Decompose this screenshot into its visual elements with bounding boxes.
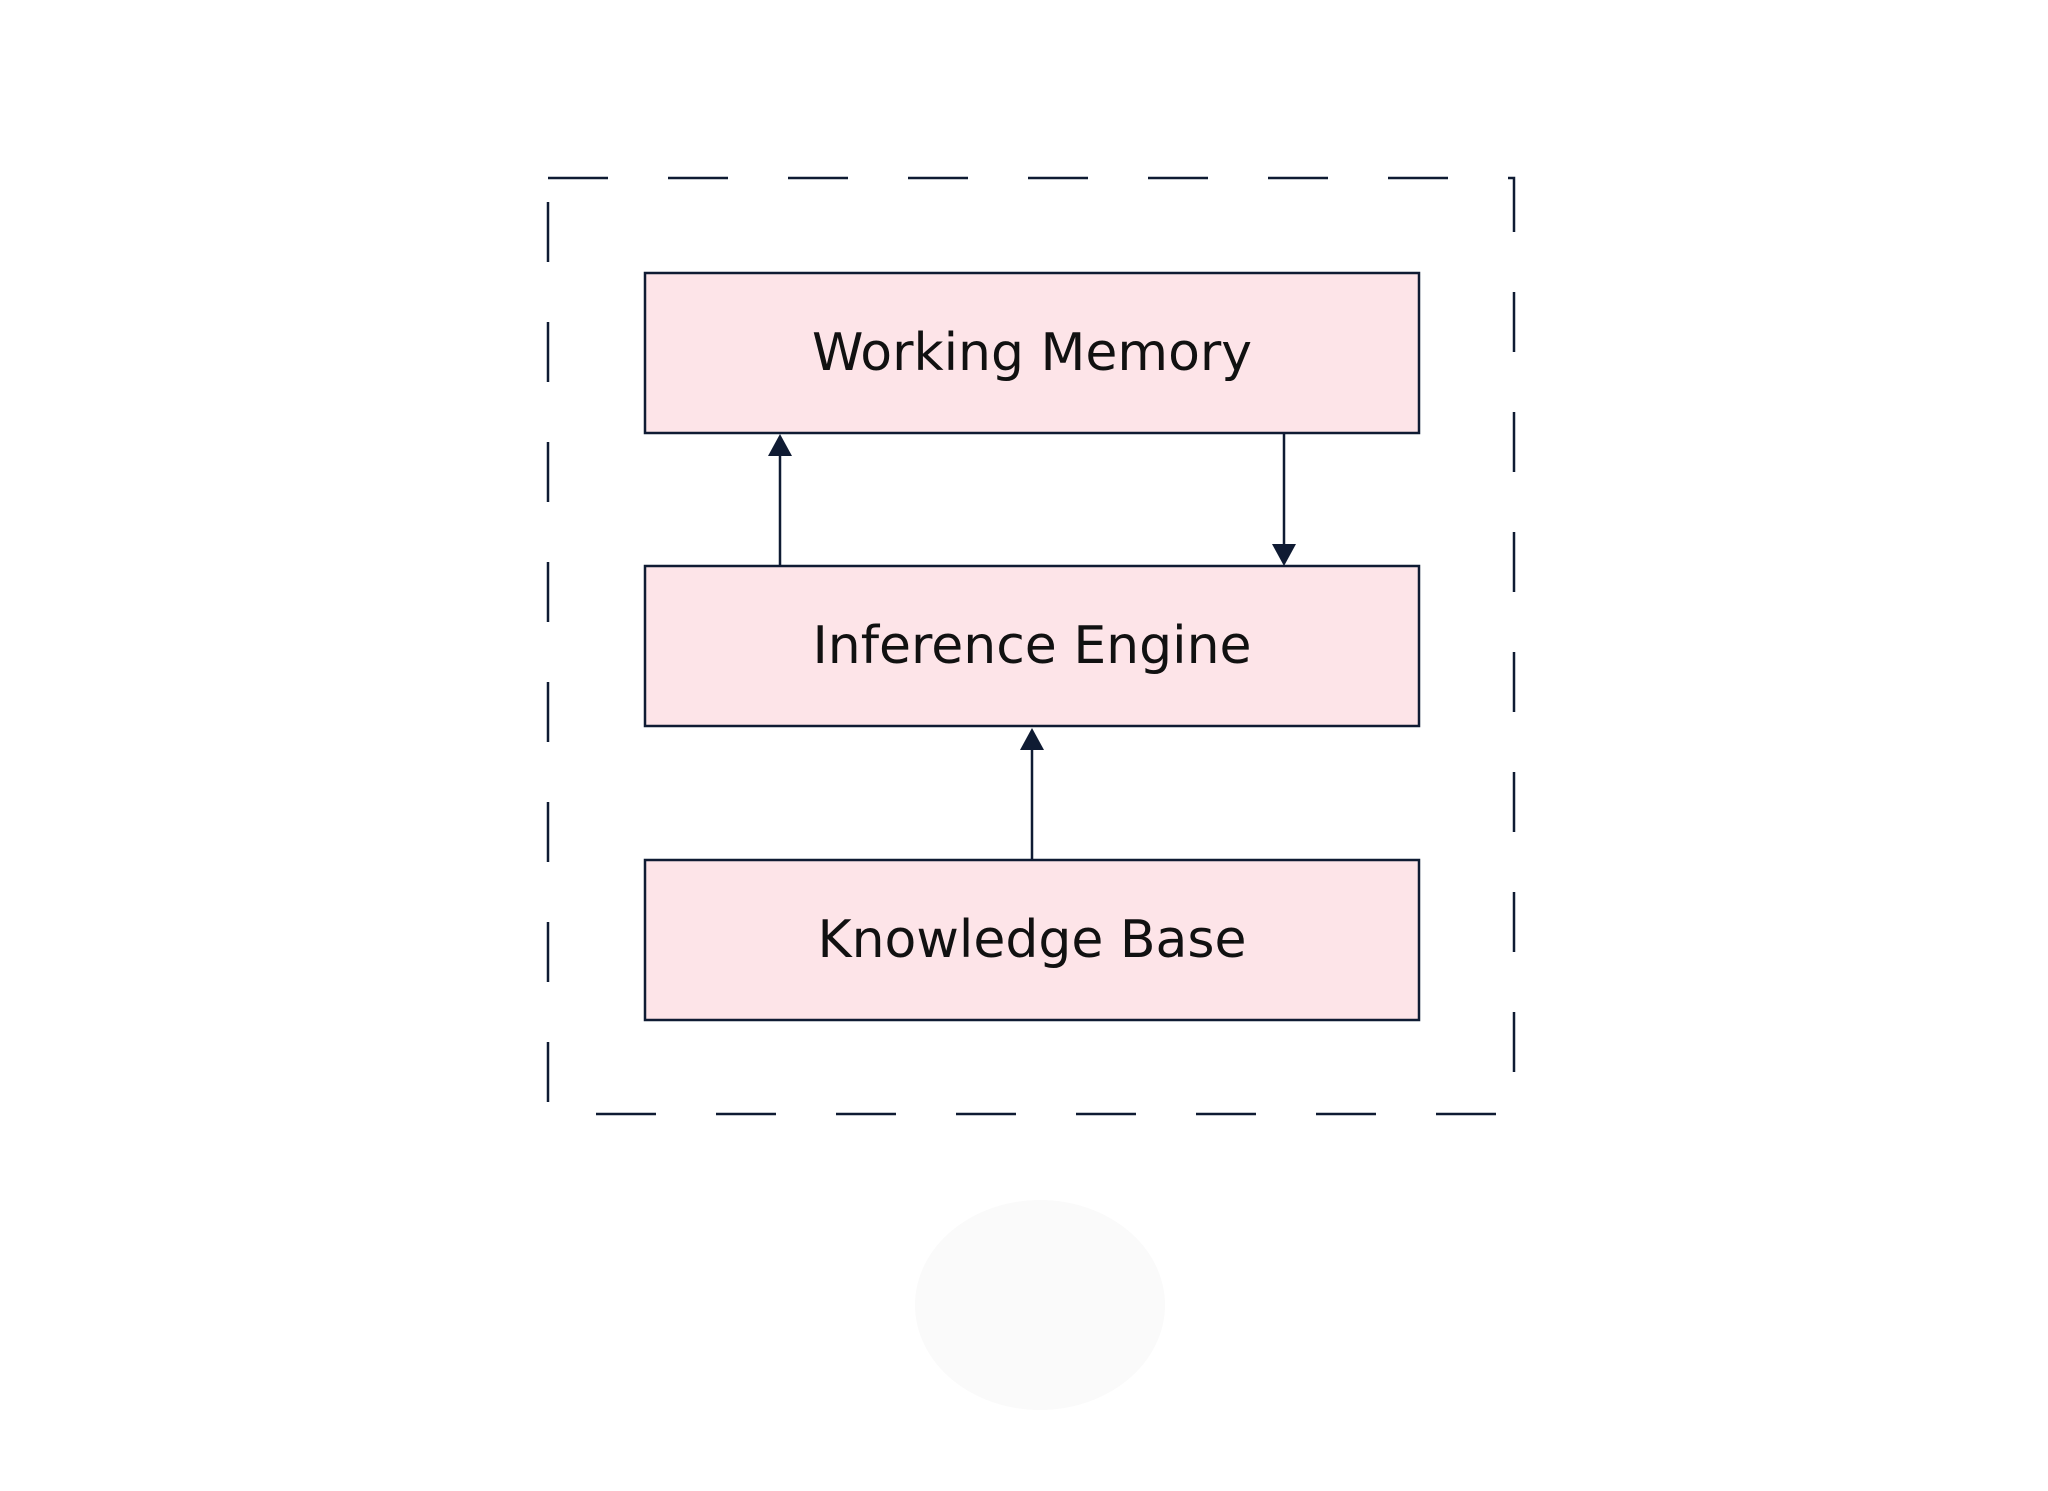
edge-knowledge-to-inference: [1020, 728, 1044, 860]
background-blob: [915, 1200, 1165, 1410]
node-inference-engine: Inference Engine: [643, 564, 1421, 728]
arrow-up-icon: [768, 434, 792, 456]
node-working-memory: Working Memory: [643, 271, 1421, 435]
node-knowledge-base: Knowledge Base: [643, 858, 1421, 1022]
arrow-up-icon: [1020, 728, 1044, 750]
edge-memory-to-inference: [1272, 433, 1296, 566]
node-label-working-memory: Working Memory: [812, 323, 1252, 383]
node-label-inference-engine: Inference Engine: [812, 616, 1251, 676]
edge-inference-to-memory: [768, 434, 792, 566]
arrow-down-icon: [1272, 544, 1296, 566]
node-label-knowledge-base: Knowledge Base: [818, 910, 1247, 970]
system-boundary: [546, 176, 1516, 1116]
